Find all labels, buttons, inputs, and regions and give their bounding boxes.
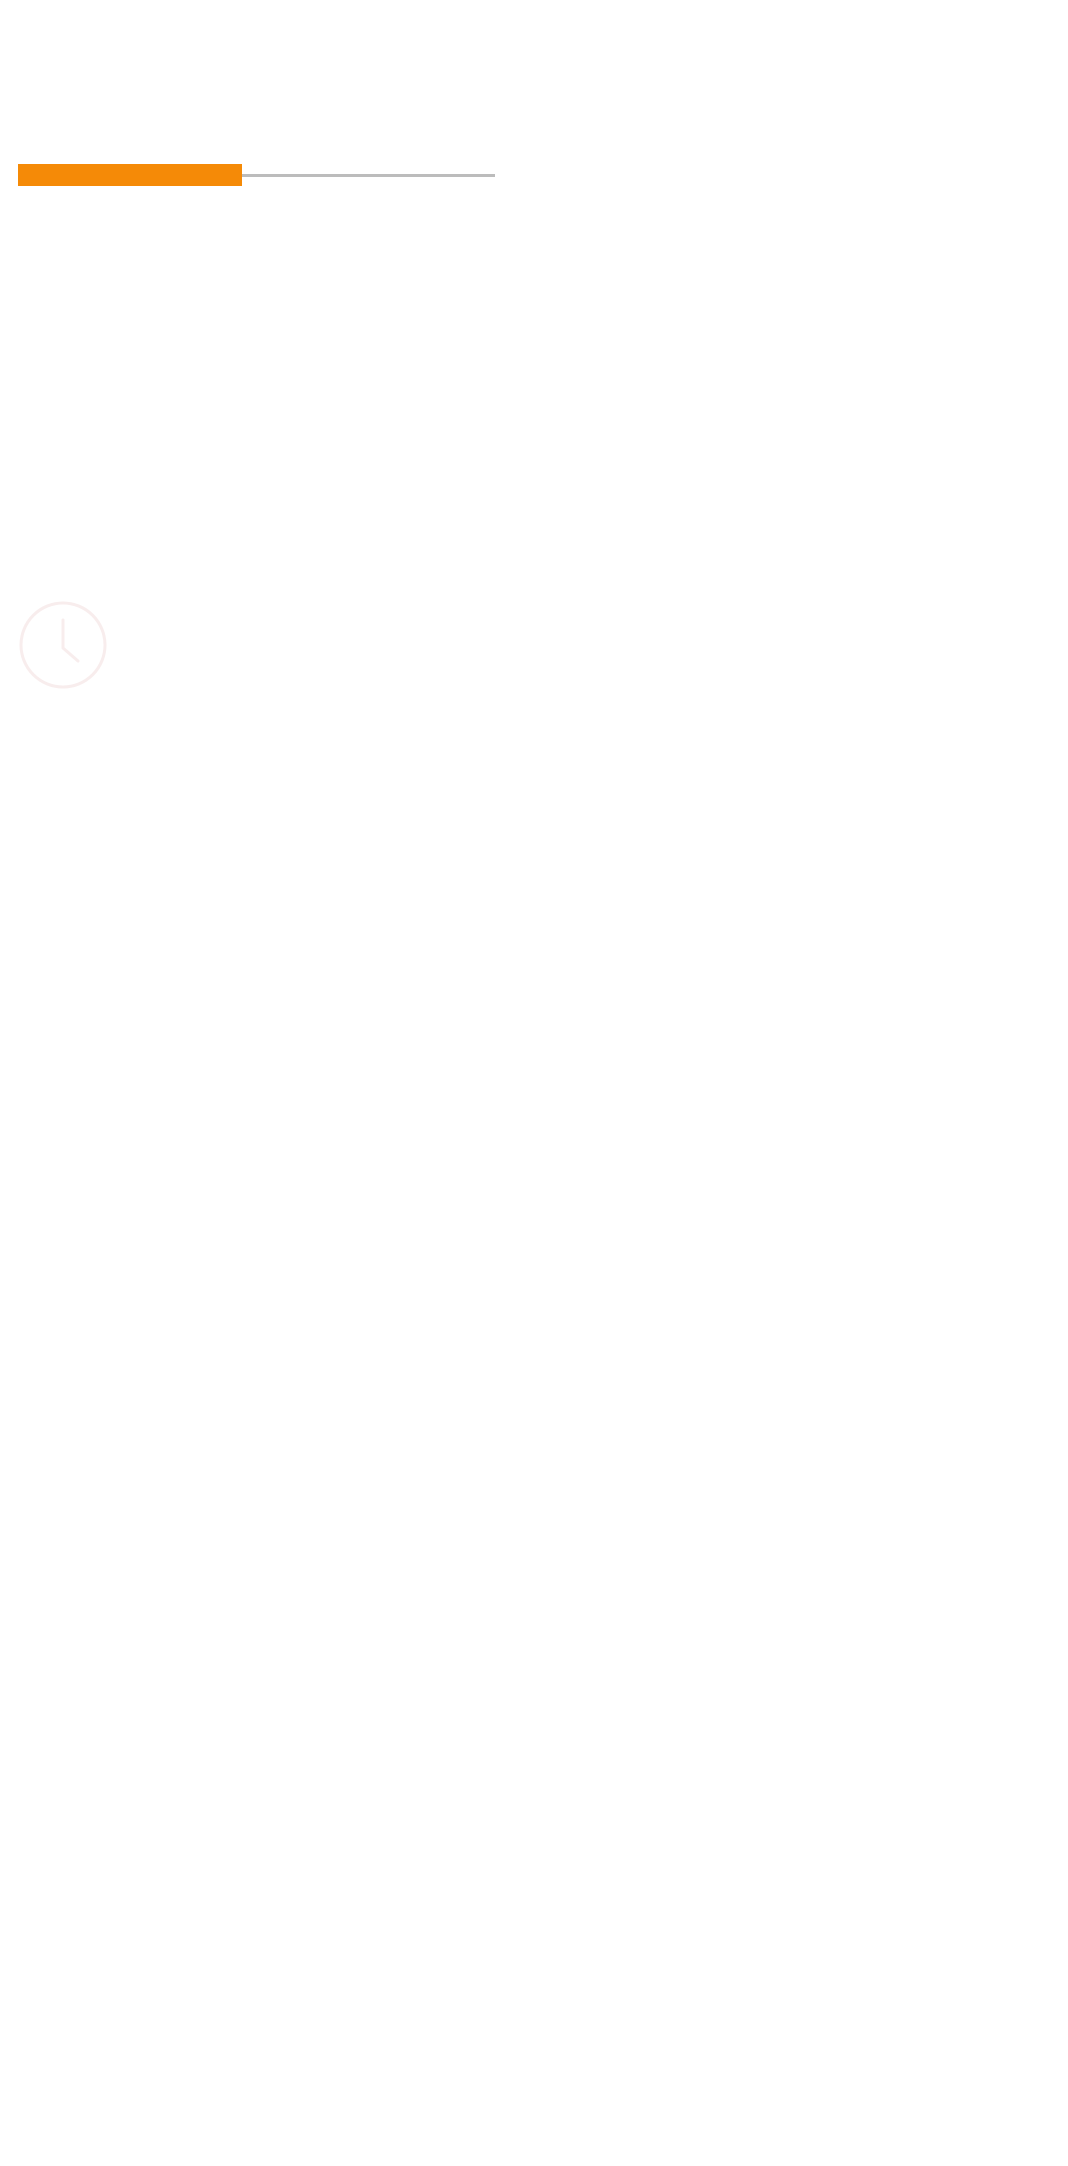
clock-icon-graphic: [19, 601, 107, 689]
clock-face: [19, 601, 107, 689]
clock-icon: [18, 600, 108, 690]
progress-fill: [18, 164, 243, 186]
progress-rail: [18, 174, 495, 177]
progress-bar: [18, 164, 495, 186]
clock-hands: [61, 618, 80, 663]
